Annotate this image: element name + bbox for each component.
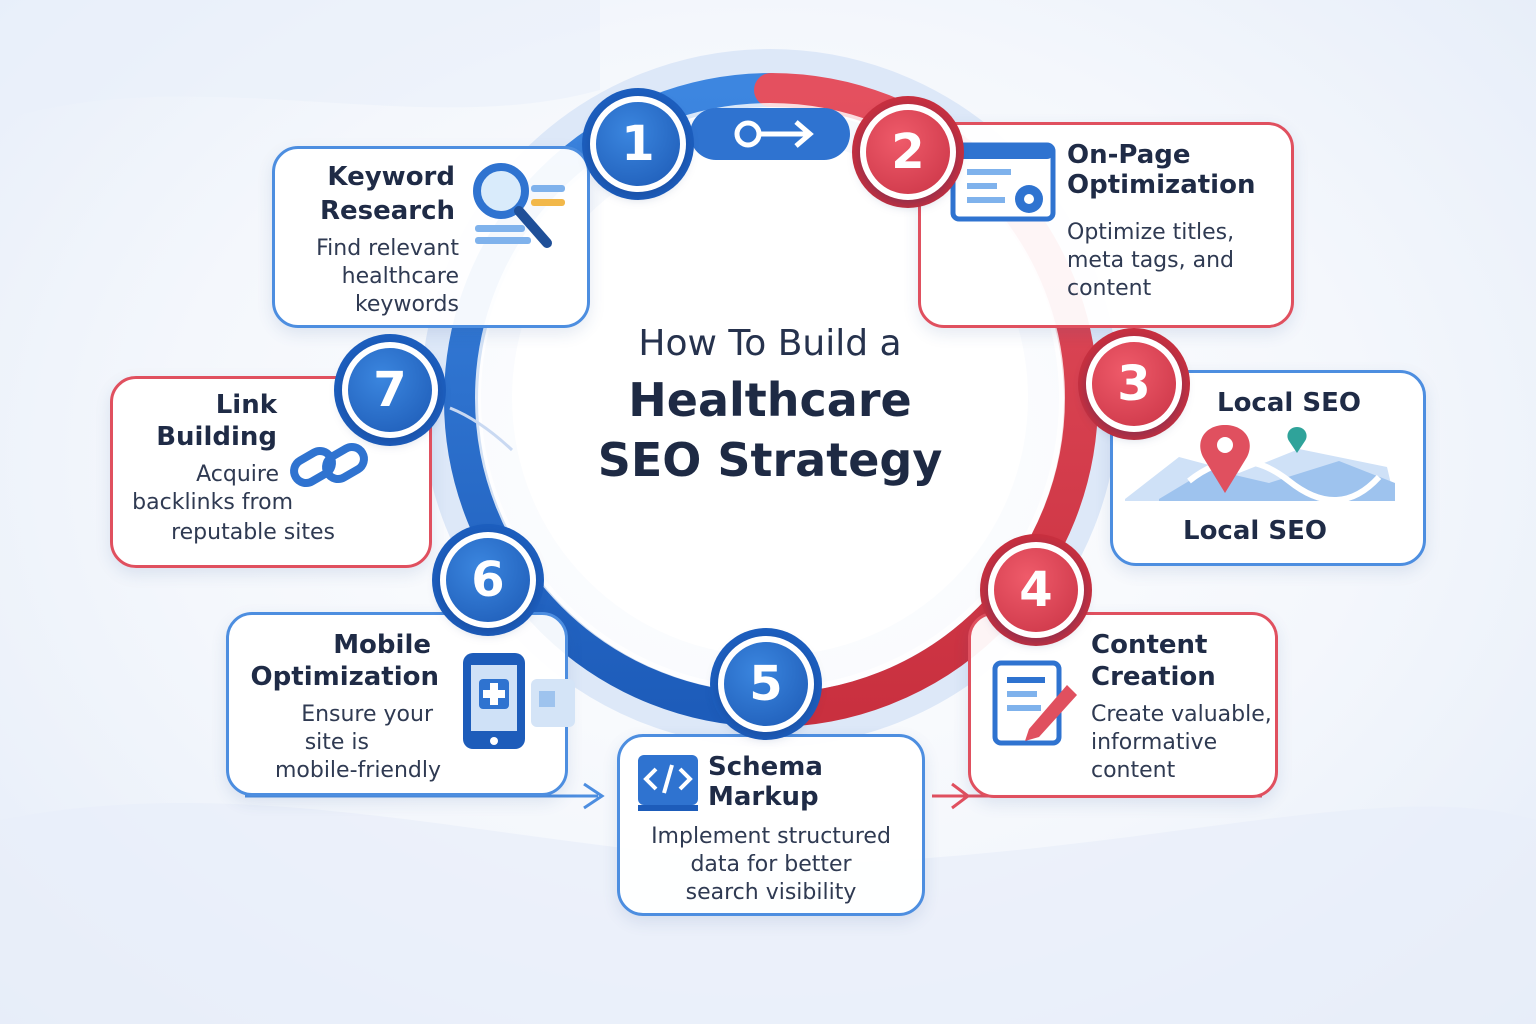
card-title-line: Keyword	[327, 162, 455, 192]
arrow-1-to-2	[690, 108, 850, 160]
card-title-line: Mobile	[333, 630, 431, 660]
card-desc-line: healthcare	[341, 264, 459, 289]
step-number-7: 7	[342, 342, 438, 438]
card-desc-line: Optimize titles,	[1067, 220, 1235, 245]
card-desc-line: reputable sites	[171, 520, 335, 545]
card-desc-line: content	[1067, 276, 1152, 301]
card-title-line: Building	[156, 422, 277, 452]
card-title-line: Content	[1091, 630, 1208, 660]
card-desc-line: Find relevant	[316, 236, 459, 261]
step-number-4: 4	[988, 542, 1084, 638]
step-number-3: 3	[1086, 336, 1182, 432]
card-title-line: Research	[319, 196, 455, 226]
card-title-line: Markup	[708, 782, 819, 812]
card-desc-line: informative	[1091, 730, 1218, 755]
title-line-1: How To Build a	[638, 323, 902, 364]
center-title: How To Build a Healthcare SEO Strategy	[540, 318, 1000, 490]
document-pencil-icon	[992, 660, 1077, 746]
card-desc-line: data for better	[690, 852, 852, 877]
step-number-6: 6	[440, 532, 536, 628]
step-number-1: 1	[590, 96, 686, 192]
card-desc-line: mobile-friendly	[274, 758, 441, 783]
webpage-gear-icon	[950, 142, 1056, 222]
card-desc-line: site is	[304, 730, 369, 755]
map-pin-icon	[1125, 425, 1395, 504]
card-desc-line: content	[1091, 758, 1176, 783]
chain-link-icon	[290, 443, 368, 487]
card-desc-line: keywords	[354, 292, 459, 317]
card-title-line: Schema	[708, 752, 823, 782]
card-title-line: Optimization	[250, 662, 439, 692]
card-desc-line: Implement structured	[651, 824, 891, 849]
card-desc-line: search visibility	[685, 880, 857, 905]
local-seo-caption: Local SEO	[1183, 516, 1327, 546]
card-schema-markup: Schema Markup Implement structured data …	[617, 734, 925, 916]
card-desc-line: meta tags, and	[1067, 248, 1234, 273]
card-keyword-research: Keyword Research Find relevant healthcar…	[272, 146, 590, 328]
card-desc-line: backlinks from	[132, 490, 293, 515]
step-number-2: 2	[860, 104, 956, 200]
title-line-2: Healthcare	[628, 373, 912, 427]
step-number-5: 5	[718, 636, 814, 732]
card-title-line: Local SEO	[1217, 388, 1361, 418]
card-desc-line: Ensure your	[301, 702, 433, 727]
card-title-line: Optimization	[1067, 170, 1256, 200]
card-title-line: Creation	[1091, 662, 1216, 692]
mobile-phone-icon	[463, 653, 575, 749]
card-mobile-optimization: Mobile Optimization Ensure your site is …	[226, 612, 575, 796]
card-title-line: Link	[215, 390, 277, 420]
card-on-page-optimization: On-Page Optimization Optimize titles, me…	[918, 122, 1294, 328]
card-desc-line: Acquire	[196, 462, 279, 487]
card-title-line: On-Page	[1067, 140, 1191, 170]
card-desc-line: Create valuable,	[1091, 702, 1272, 727]
code-tag-icon	[638, 755, 698, 811]
title-line-3: SEO Strategy	[597, 433, 943, 487]
magnifier-icon	[473, 163, 565, 248]
